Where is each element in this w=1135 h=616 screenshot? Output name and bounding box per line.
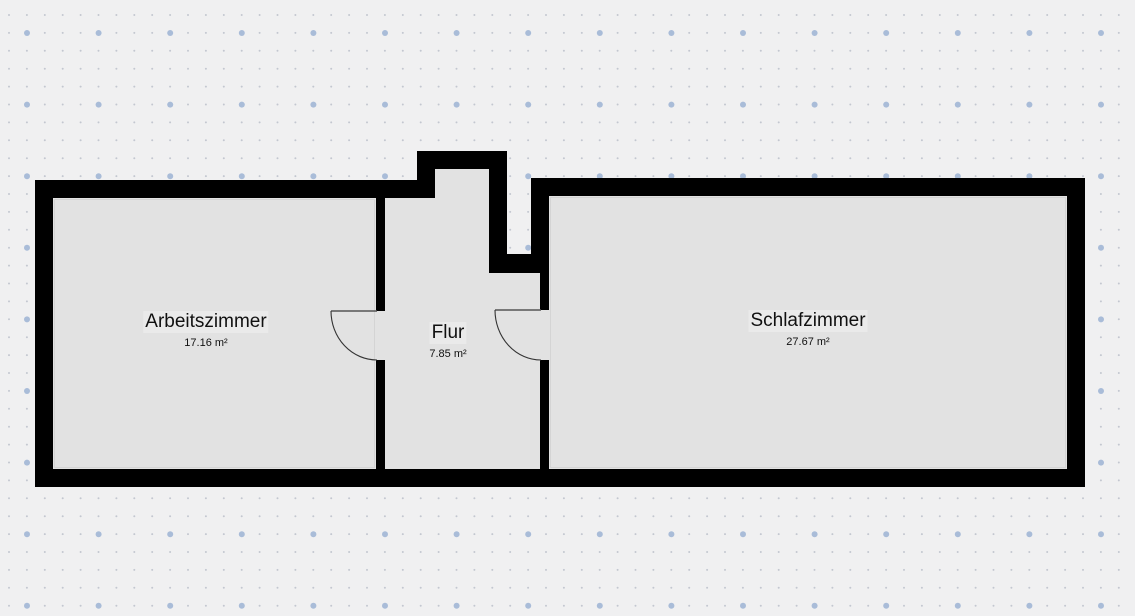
room-outline-schlafzimmer: [550, 197, 1066, 468]
door-swing-arc: [330, 310, 378, 361]
door-arbeitszimmer-flur[interactable]: [330, 310, 378, 361]
room-label-schlafzimmer[interactable]: Schlafzimmer 27.67 m²: [748, 310, 868, 349]
room-floor-flur[interactable]: [385, 169, 540, 469]
room-outline-arbeitszimmer: [54, 199, 375, 468]
room-floors: [53, 169, 1067, 469]
room-name: Schlafzimmer: [748, 310, 868, 332]
door-opening-arbeitszimmer-flur: [375, 311, 386, 360]
door-opening-flur-schlafzimmer: [539, 310, 550, 360]
door-flur-schlafzimmer[interactable]: [494, 309, 542, 361]
room-label-arbeitszimmer[interactable]: Arbeitszimmer 17.16 m²: [143, 311, 269, 350]
room-floor-schlafzimmer[interactable]: [549, 196, 1067, 469]
room-floor-arbeitszimmer[interactable]: [53, 198, 376, 469]
room-name: Arbeitszimmer: [143, 311, 269, 333]
doors: [330, 309, 550, 361]
room-label-flur[interactable]: Flur 7.85 m²: [429, 322, 467, 361]
room-name: Flur: [429, 322, 467, 344]
room-area: 17.16 m²: [184, 337, 228, 349]
door-swing-arc: [494, 309, 542, 361]
room-area: 7.85 m²: [429, 348, 467, 360]
room-area: 27.67 m²: [786, 336, 830, 348]
